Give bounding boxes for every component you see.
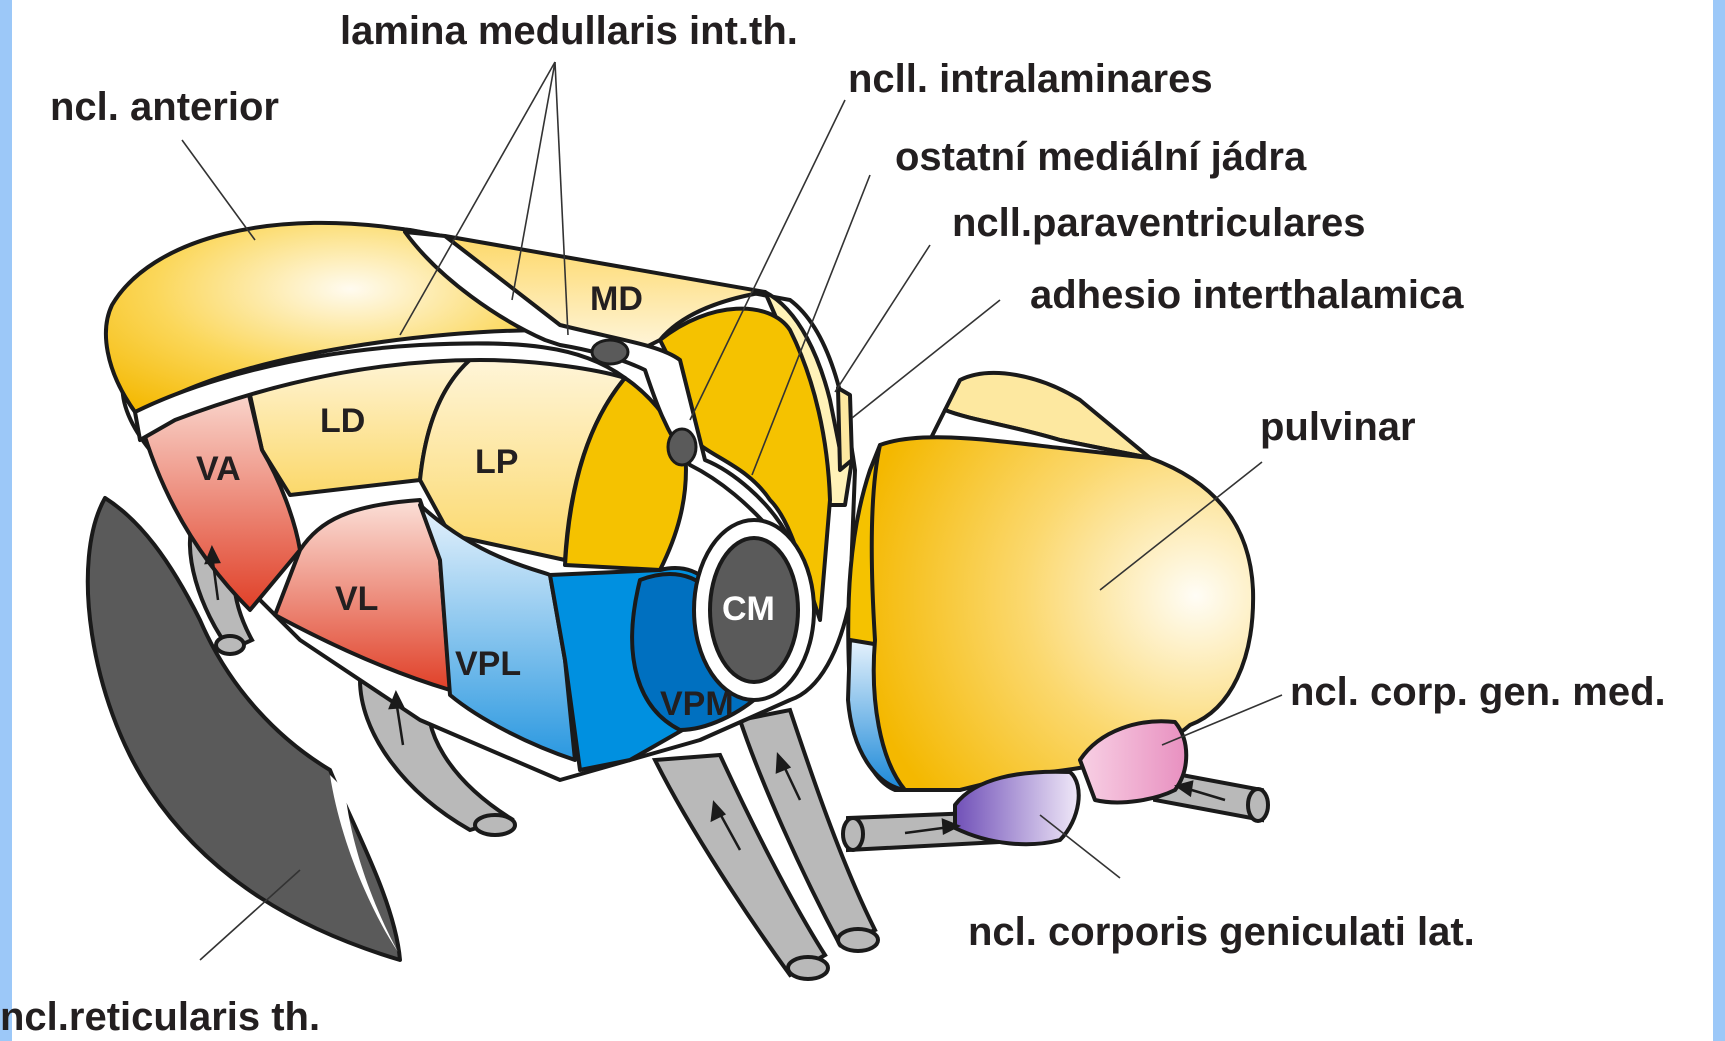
label-vl: VL: [335, 580, 378, 618]
label-intralaminares: ncll. intralaminares: [848, 57, 1213, 101]
label-gen-lat: ncl. corporis geniculati lat.: [968, 910, 1475, 954]
label-cm: CM: [722, 590, 775, 628]
adhesio-block: [838, 388, 852, 470]
lamina-oval-upper: [592, 340, 628, 364]
label-reticularis: ncl.reticularis th.: [0, 995, 320, 1039]
label-va: VA: [196, 450, 241, 488]
label-lp: LP: [475, 443, 518, 481]
label-adhesio: adhesio interthalamica: [1030, 273, 1464, 317]
lamina-oval-lower: [668, 429, 696, 465]
label-pulvinar: pulvinar: [1260, 405, 1416, 449]
label-ld: LD: [320, 402, 365, 440]
label-gen-med: ncl. corp. gen. med.: [1290, 670, 1666, 714]
label-vpm: VPM: [660, 685, 734, 723]
label-paraventriculares: ncll.paraventriculares: [952, 201, 1366, 245]
label-vpl: VPL: [455, 645, 521, 683]
label-medialni: ostatní mediální jádra: [895, 135, 1307, 179]
label-md: MD: [590, 280, 643, 318]
label-lamina: lamina medullaris int.th.: [340, 9, 798, 53]
label-anterior: ncl. anterior: [50, 85, 279, 129]
